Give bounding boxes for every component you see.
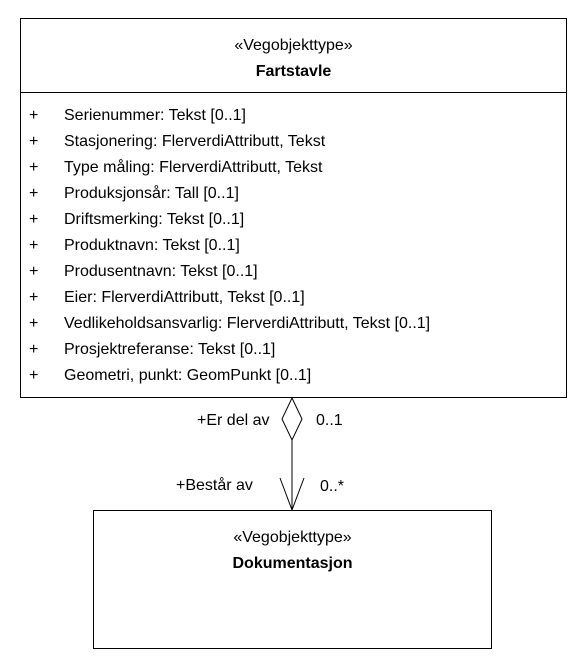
class-dokumentasjon[interactable]: «Vegobjekttype» Dokumentasjon — [93, 510, 492, 649]
attribute-text: Vedlikeholdsansvarlig: FlerverdiAttribut… — [64, 315, 431, 332]
class-stereotype: «Vegobjekttype» — [234, 37, 353, 54]
attribute-visibility: + — [29, 341, 39, 358]
attribute-text: Driftsmerking: Tekst [0..1] — [64, 211, 245, 228]
attribute-row: + Type måling: FlerverdiAttributt, Tekst — [21, 155, 566, 181]
attribute-visibility: + — [29, 133, 39, 150]
class-name: Fartstavle — [255, 63, 332, 80]
attribute-visibility: + — [29, 185, 39, 202]
attribute-row: + Vedlikeholdsansvarlig: FlerverdiAttribu… — [21, 311, 566, 337]
multiplicity-source: 0..1 — [316, 412, 343, 429]
attribute-text: Type måling: FlerverdiAttributt, Tekst — [64, 159, 323, 176]
role-label-source: +Er del av — [197, 412, 270, 429]
class-stereotype: «Vegobjekttype» — [233, 529, 352, 546]
attribute-text: Geometri, punkt: GeomPunkt [0..1] — [64, 367, 312, 384]
class-header: «Vegobjekttype» Dokumentasjon — [94, 511, 491, 585]
class-fartstavle[interactable]: «Vegobjekttype» Fartstavle + Serienummer:… — [20, 18, 567, 398]
attribute-row: + Geometri, punkt: GeomPunkt [0..1] — [21, 363, 566, 389]
class-name: Dokumentasjon — [232, 555, 353, 572]
attribute-visibility: + — [29, 159, 39, 176]
attribute-row: + Serienummer: Tekst [0..1] — [21, 103, 566, 129]
attribute-row: + Eier: FlerverdiAttributt, Tekst [0..1] — [21, 285, 566, 311]
attribute-visibility: + — [29, 211, 39, 228]
attribute-visibility: + — [29, 367, 39, 384]
attribute-visibility: + — [29, 315, 39, 332]
attribute-row: + Produksjonsår: Tall [0..1] — [21, 181, 566, 207]
attribute-text: Eier: FlerverdiAttributt, Tekst [0..1] — [64, 289, 305, 306]
attribute-row: + Stasjonering: FlerverdiAttributt, Tekst — [21, 129, 566, 155]
attribute-visibility: + — [29, 107, 39, 124]
multiplicity-target: 0..* — [320, 478, 345, 495]
attribute-row: + Produktnavn: Tekst [0..1] — [21, 233, 566, 259]
attribute-visibility: + — [29, 237, 39, 254]
attribute-text: Prosjektreferanse: Tekst [0..1] — [64, 341, 276, 358]
attribute-row: + Produsentnavn: Tekst [0..1] — [21, 259, 566, 285]
attribute-visibility: + — [29, 263, 39, 280]
attribute-text: Stasjonering: FlerverdiAttributt, Tekst — [64, 133, 326, 150]
attribute-text: Produsentnavn: Tekst [0..1] — [64, 263, 258, 280]
attribute-row: + Prosjektreferanse: Tekst [0..1] — [21, 337, 566, 363]
attribute-list: + Serienummer: Tekst [0..1] + Stasjonering… — [21, 103, 566, 389]
class-header: «Vegobjekttype» Fartstavle — [21, 19, 566, 93]
aggregation-diamond-icon — [281, 396, 303, 442]
attribute-row: + Driftsmerking: Tekst [0..1] — [21, 207, 566, 233]
role-label-target: +Består av — [176, 477, 253, 494]
attribute-text: Serienummer: Tekst [0..1] — [64, 107, 246, 124]
attribute-text: Produktnavn: Tekst [0..1] — [64, 237, 240, 254]
attribute-text: Produksjonsår: Tall [0..1] — [64, 185, 239, 202]
attribute-visibility: + — [29, 289, 39, 306]
